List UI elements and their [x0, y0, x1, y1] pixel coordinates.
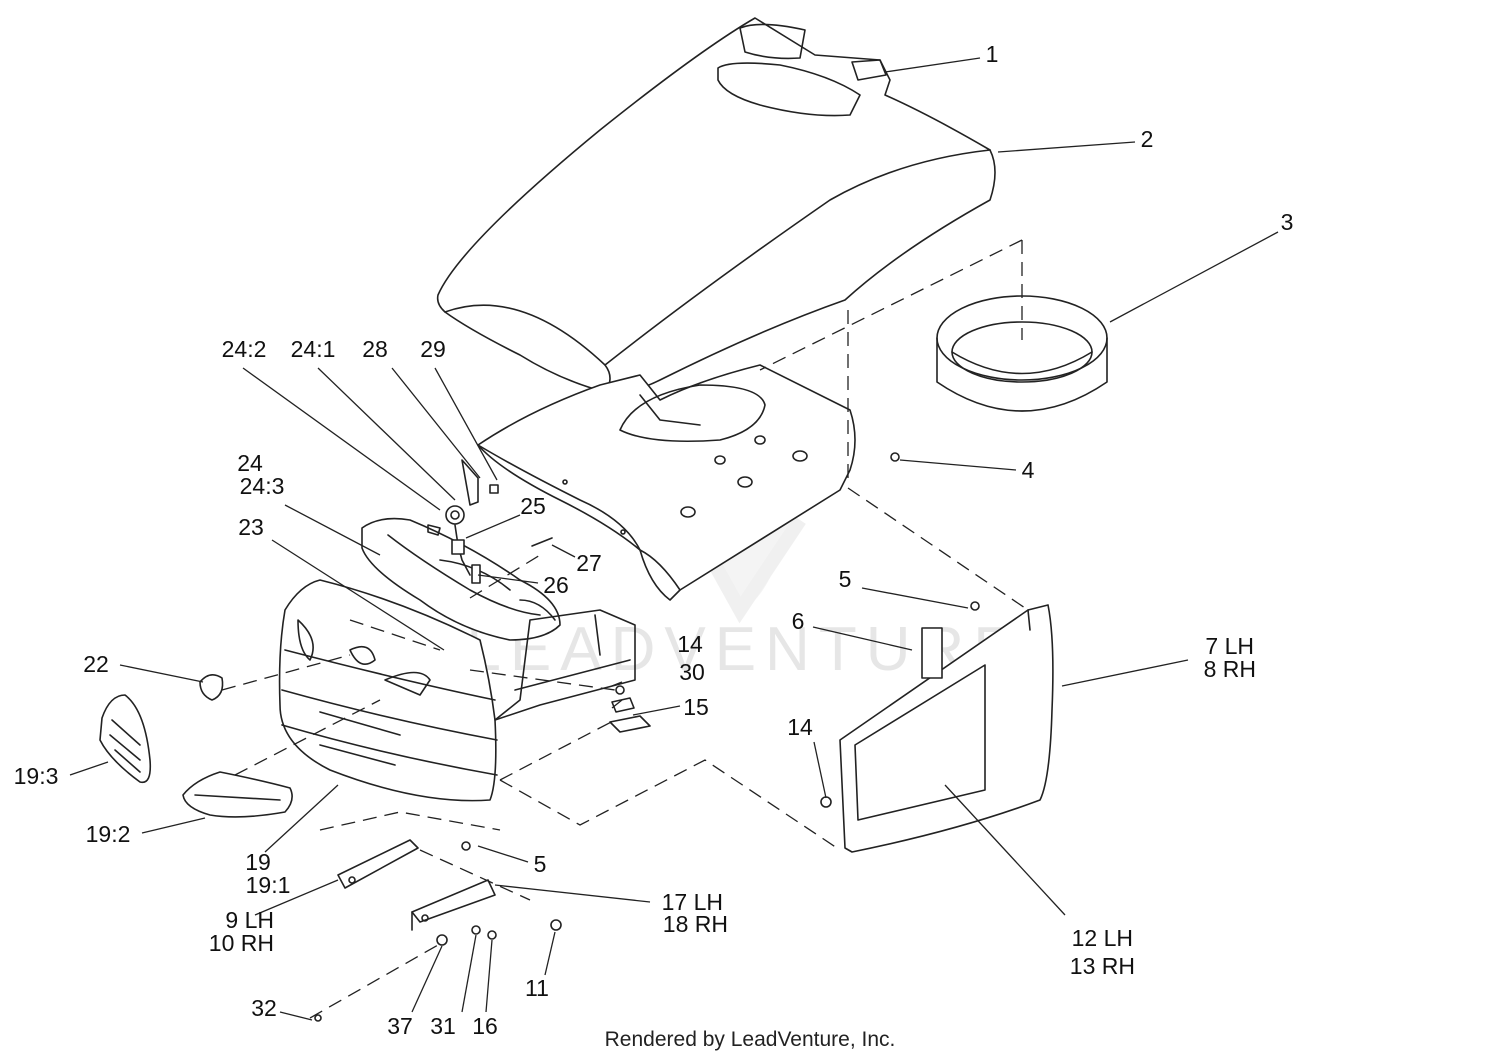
callout-14-upper: 14	[677, 631, 703, 657]
footer-credit: Rendered by LeadVenture, Inc.	[605, 1028, 896, 1051]
callout-19-3: 19:3	[14, 763, 59, 789]
callout-5-upper: 5	[839, 566, 852, 592]
side-panel-part	[820, 601, 1054, 853]
callout-17-lh: 17 LH	[662, 889, 723, 915]
callout-19-1: 19:1	[246, 872, 291, 898]
bracket-part	[314, 452, 900, 1022]
callout-19: 19	[245, 849, 271, 875]
callout-11: 11	[525, 975, 549, 1001]
callout-10-rh: 10 RH	[209, 930, 274, 956]
callout-23: 23	[238, 514, 264, 540]
callout-27: 27	[576, 550, 602, 576]
callout-15: 15	[683, 694, 709, 720]
callout-14-lower: 14	[787, 714, 813, 740]
callout-31: 31	[430, 1013, 456, 1039]
callout-1: 1	[986, 41, 999, 67]
callout-8-rh: 8 RH	[1204, 656, 1256, 682]
callout-25: 25	[520, 493, 546, 519]
callout-24-1: 24:1	[291, 336, 336, 362]
callout-9-lh: 9 LH	[225, 907, 274, 933]
callout-19-2: 19:2	[86, 821, 131, 847]
callout-26: 26	[543, 572, 569, 598]
callout-7-lh: 7 LH	[1205, 633, 1254, 659]
callout-30: 30	[679, 659, 705, 685]
callout-4: 4	[1022, 457, 1035, 483]
leader-lines	[69, 57, 1279, 1021]
callout-labels: 1 2 3 4 5 5 6 7 LH 8 RH 9 LH 10 RH 11 12…	[14, 41, 1294, 1039]
dash-panel-part	[477, 364, 856, 601]
callout-29: 29	[420, 336, 446, 362]
assembly-lines	[221, 239, 1029, 1019]
callout-13-rh: 13 RH	[1070, 953, 1135, 979]
callout-24-3: 24:3	[240, 473, 285, 499]
callout-5-lower: 5	[534, 851, 547, 877]
callout-24-2: 24:2	[222, 336, 267, 362]
light-socket-part	[427, 459, 553, 584]
callout-37: 37	[387, 1013, 413, 1039]
callout-18-rh: 18 RH	[663, 911, 728, 937]
callout-6: 6	[792, 608, 805, 634]
callout-32: 32	[251, 995, 277, 1021]
callout-24: 24	[237, 450, 263, 476]
callout-12-lh: 12 LH	[1072, 925, 1133, 951]
callout-16: 16	[472, 1013, 498, 1039]
grille-insert-part	[99, 674, 293, 818]
hood-part	[436, 17, 996, 394]
callout-22: 22	[83, 651, 109, 677]
callout-3: 3	[1281, 209, 1294, 235]
callout-2: 2	[1141, 126, 1154, 152]
callout-28: 28	[362, 336, 388, 362]
grille-part	[278, 579, 636, 802]
